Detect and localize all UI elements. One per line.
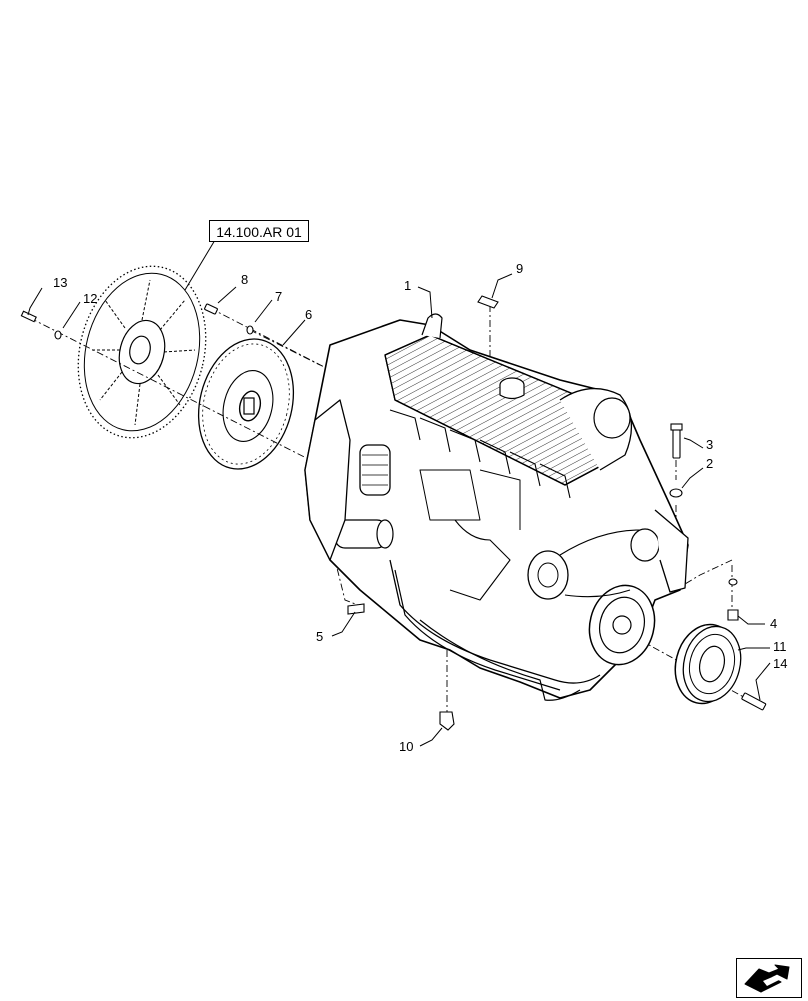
callout-12: 12 <box>83 291 98 306</box>
callout-14: 14 <box>773 656 788 671</box>
callout-5: 5 <box>316 629 324 644</box>
damper-pulley <box>674 623 742 705</box>
callout-6: 6 <box>305 307 313 322</box>
flywheel-ring-gear <box>77 265 207 439</box>
callout-4: 4 <box>770 616 778 631</box>
callout-8: 8 <box>241 272 249 287</box>
reference-page-label[interactable]: 14.100.AR 01 <box>209 220 309 242</box>
callout-3: 3 <box>706 437 714 452</box>
engine-block <box>304 313 689 701</box>
callout-2: 2 <box>706 456 714 471</box>
callout-10: 10 <box>399 739 414 754</box>
flexplate-disc <box>197 338 295 470</box>
callout-1: 1 <box>404 278 412 293</box>
callout-13: 13 <box>53 275 68 290</box>
callout-7: 7 <box>275 289 283 304</box>
callout-leaders <box>27 239 771 747</box>
hardware-parts <box>20 295 767 731</box>
callout-11: 11 <box>773 639 787 654</box>
callout-9: 9 <box>516 261 524 276</box>
next-page-button[interactable] <box>736 958 802 998</box>
next-page-arrow-icon <box>744 964 790 993</box>
